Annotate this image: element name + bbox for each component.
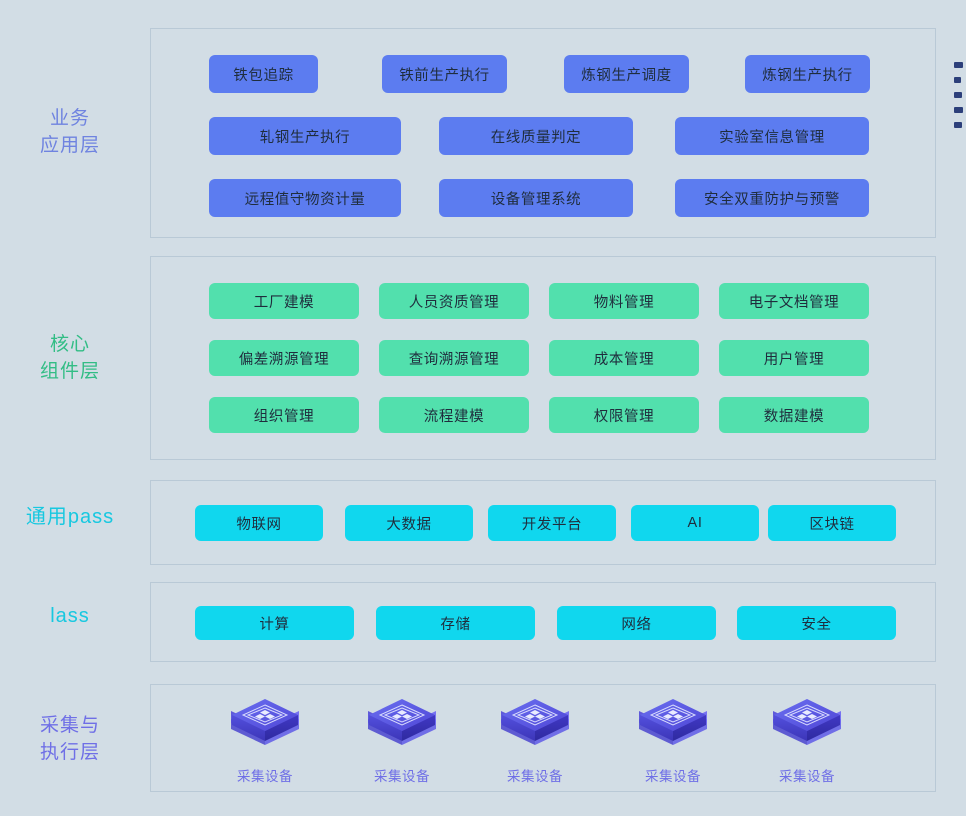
device-cube-icon: [496, 695, 574, 757]
layer-label-acquisition: 采集与 执行层: [39, 715, 100, 763]
edge-marker: [954, 77, 961, 83]
chip-business-2-2[interactable]: 安全双重防护与预警: [675, 179, 869, 217]
chip-paas-1[interactable]: 大数据: [345, 505, 473, 541]
chip-core-0-0[interactable]: 工厂建模: [209, 283, 359, 319]
device-item[interactable]: 采集设备: [348, 695, 456, 785]
layer-panel-paas: 物联网 大数据 开发平台 AI 区块链: [150, 480, 936, 565]
chip-core-2-3[interactable]: 数据建模: [719, 397, 869, 433]
chip-core-0-2[interactable]: 物料管理: [549, 283, 699, 319]
layer-label-core: 核心 组件层: [39, 334, 100, 382]
layer-panel-business: 铁包追踪 铁前生产执行 炼钢生产调度 炼钢生产执行 轧钢生产执行 在线质量判定 …: [150, 28, 936, 238]
chip-business-0-0[interactable]: 铁包追踪: [209, 55, 318, 93]
chip-core-1-3[interactable]: 用户管理: [719, 340, 869, 376]
layer-label-paas: 通用pass: [25, 506, 115, 528]
device-cube-icon: [768, 695, 846, 757]
device-caption: 采集设备: [374, 769, 430, 784]
layer-panel-core: 工厂建模 人员资质管理 物料管理 电子文档管理 偏差溯源管理 查询溯源管理 成本…: [150, 256, 936, 460]
chip-core-1-1[interactable]: 查询溯源管理: [379, 340, 529, 376]
chip-paas-0[interactable]: 物联网: [195, 505, 323, 541]
edge-marker: [954, 62, 963, 68]
chip-paas-4[interactable]: 区块链: [768, 505, 896, 541]
edge-marker-group: [954, 62, 966, 137]
device-item[interactable]: 采集设备: [481, 695, 589, 785]
layer-panel-iaas: 计算 存储 网络 安全: [150, 582, 936, 662]
chip-business-0-3[interactable]: 炼钢生产执行: [745, 55, 870, 93]
chip-business-1-0[interactable]: 轧钢生产执行: [209, 117, 401, 155]
edge-marker: [954, 107, 963, 113]
chip-business-1-1[interactable]: 在线质量判定: [439, 117, 633, 155]
edge-marker: [954, 122, 962, 128]
device-cube-icon: [634, 695, 712, 757]
edge-marker: [954, 92, 962, 98]
chip-business-0-1[interactable]: 铁前生产执行: [382, 55, 507, 93]
chip-core-2-1[interactable]: 流程建模: [379, 397, 529, 433]
device-caption: 采集设备: [779, 769, 835, 784]
chip-business-2-1[interactable]: 设备管理系统: [439, 179, 633, 217]
layer-panel-acquisition: 采集设备: [150, 684, 936, 792]
device-caption: 采集设备: [645, 769, 701, 784]
chip-core-0-3[interactable]: 电子文档管理: [719, 283, 869, 319]
chip-core-2-2[interactable]: 权限管理: [549, 397, 699, 433]
device-cube-icon: [226, 695, 304, 757]
device-item[interactable]: 采集设备: [211, 695, 319, 785]
chip-paas-2[interactable]: 开发平台: [488, 505, 616, 541]
device-item[interactable]: 采集设备: [753, 695, 861, 785]
device-item[interactable]: 采集设备: [619, 695, 727, 785]
device-cube-icon: [363, 695, 441, 757]
chip-core-2-0[interactable]: 组织管理: [209, 397, 359, 433]
chip-core-1-2[interactable]: 成本管理: [549, 340, 699, 376]
chip-business-2-0[interactable]: 远程值守物资计量: [209, 179, 401, 217]
chip-iaas-3[interactable]: 安全: [737, 606, 896, 640]
device-caption: 采集设备: [507, 769, 563, 784]
chip-iaas-1[interactable]: 存储: [376, 606, 535, 640]
chip-core-0-1[interactable]: 人员资质管理: [379, 283, 529, 319]
device-caption: 采集设备: [237, 769, 293, 784]
chip-core-1-0[interactable]: 偏差溯源管理: [209, 340, 359, 376]
chip-business-0-2[interactable]: 炼钢生产调度: [564, 55, 689, 93]
chip-paas-3[interactable]: AI: [631, 505, 759, 541]
layer-label-business: 业务 应用层: [39, 108, 100, 156]
chip-iaas-0[interactable]: 计算: [195, 606, 354, 640]
chip-business-1-2[interactable]: 实验室信息管理: [675, 117, 869, 155]
chip-iaas-2[interactable]: 网络: [557, 606, 716, 640]
layer-label-iaas: lass: [50, 605, 90, 627]
